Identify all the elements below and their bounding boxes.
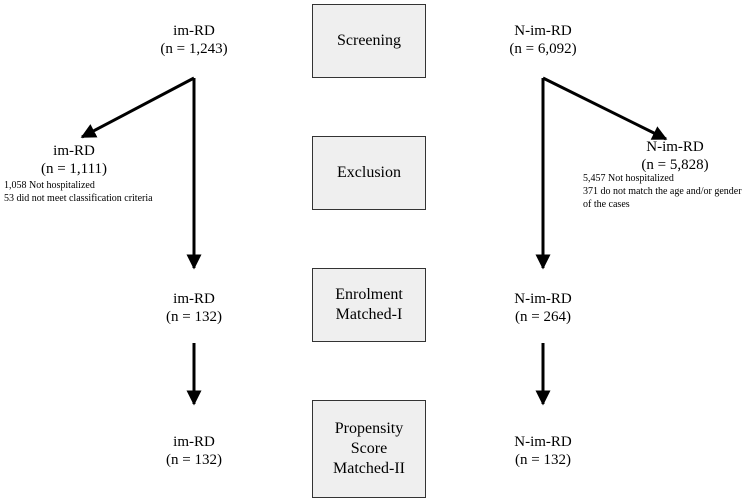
left-enrolment-count: (n = 132) [166, 309, 222, 325]
left-enrolment-group: im-RD (n = 132) [134, 290, 254, 326]
left-exclusion-group: im-RD (n = 1,111) [24, 142, 124, 178]
right-propensity-label: N-im-RD [514, 434, 572, 450]
left-exclusion-note-1: 1,058 Not hospitalized [4, 180, 95, 191]
arrow-left-to-exclusion [80, 76, 195, 139]
left-exclusion-label: im-RD [53, 143, 95, 159]
stage-propensity-line1: Propensity [334, 420, 404, 437]
stage-propensity-line3: Matched-II [333, 460, 405, 477]
right-exclusion-note-1: 5,457 Not hospitalized [583, 173, 674, 184]
stage-enrolment-line1: Enrolment [335, 286, 403, 303]
right-screening-group: N-im-RD (n = 6,092) [483, 22, 603, 58]
left-exclusion-notes: 1,058 Not hospitalized 53 did not meet c… [4, 179, 153, 205]
right-exclusion-notes: 5,457 Not hospitalized 371 do not match … [583, 172, 742, 211]
right-exclusion-count: (n = 5,828) [641, 157, 709, 173]
right-screening-count: (n = 6,092) [509, 41, 577, 57]
left-propensity-count: (n = 132) [166, 452, 222, 468]
left-enrolment-label: im-RD [173, 291, 215, 307]
right-exclusion-group: N-im-RD (n = 5,828) [620, 138, 730, 174]
right-enrolment-count: (n = 264) [515, 309, 571, 325]
right-screening-label: N-im-RD [514, 23, 572, 39]
stage-screening: Screening [312, 4, 426, 78]
stage-enrolment-line2: Matched-I [335, 306, 403, 323]
right-propensity-count: (n = 132) [515, 452, 571, 468]
stage-propensity: Propensity Score Matched-II [312, 400, 426, 498]
stage-screening-text: Screening [337, 32, 401, 49]
stage-exclusion-text: Exclusion [337, 164, 401, 181]
stage-enrolment: Enrolment Matched-I [312, 268, 426, 342]
right-propensity-group: N-im-RD (n = 132) [483, 433, 603, 469]
left-screening-count: (n = 1,243) [160, 41, 228, 57]
right-exclusion-note-3: of the cases [583, 199, 630, 210]
left-exclusion-count: (n = 1,111) [40, 161, 108, 177]
stage-propensity-line2: Score [350, 440, 388, 457]
left-exclusion-note-2: 53 did not meet classification criteria [4, 193, 153, 204]
left-screening-group: im-RD (n = 1,243) [134, 22, 254, 58]
left-propensity-group: im-RD (n = 132) [134, 433, 254, 469]
left-propensity-label: im-RD [173, 434, 215, 450]
right-exclusion-note-2: 371 do not match the age and/or gender [583, 186, 742, 197]
stage-exclusion: Exclusion [312, 136, 426, 210]
right-exclusion-label: N-im-RD [646, 139, 704, 155]
right-enrolment-group: N-im-RD (n = 264) [483, 290, 603, 326]
left-screening-label: im-RD [173, 23, 215, 39]
arrow-right-to-exclusion [542, 76, 668, 141]
right-enrolment-label: N-im-RD [514, 291, 572, 307]
